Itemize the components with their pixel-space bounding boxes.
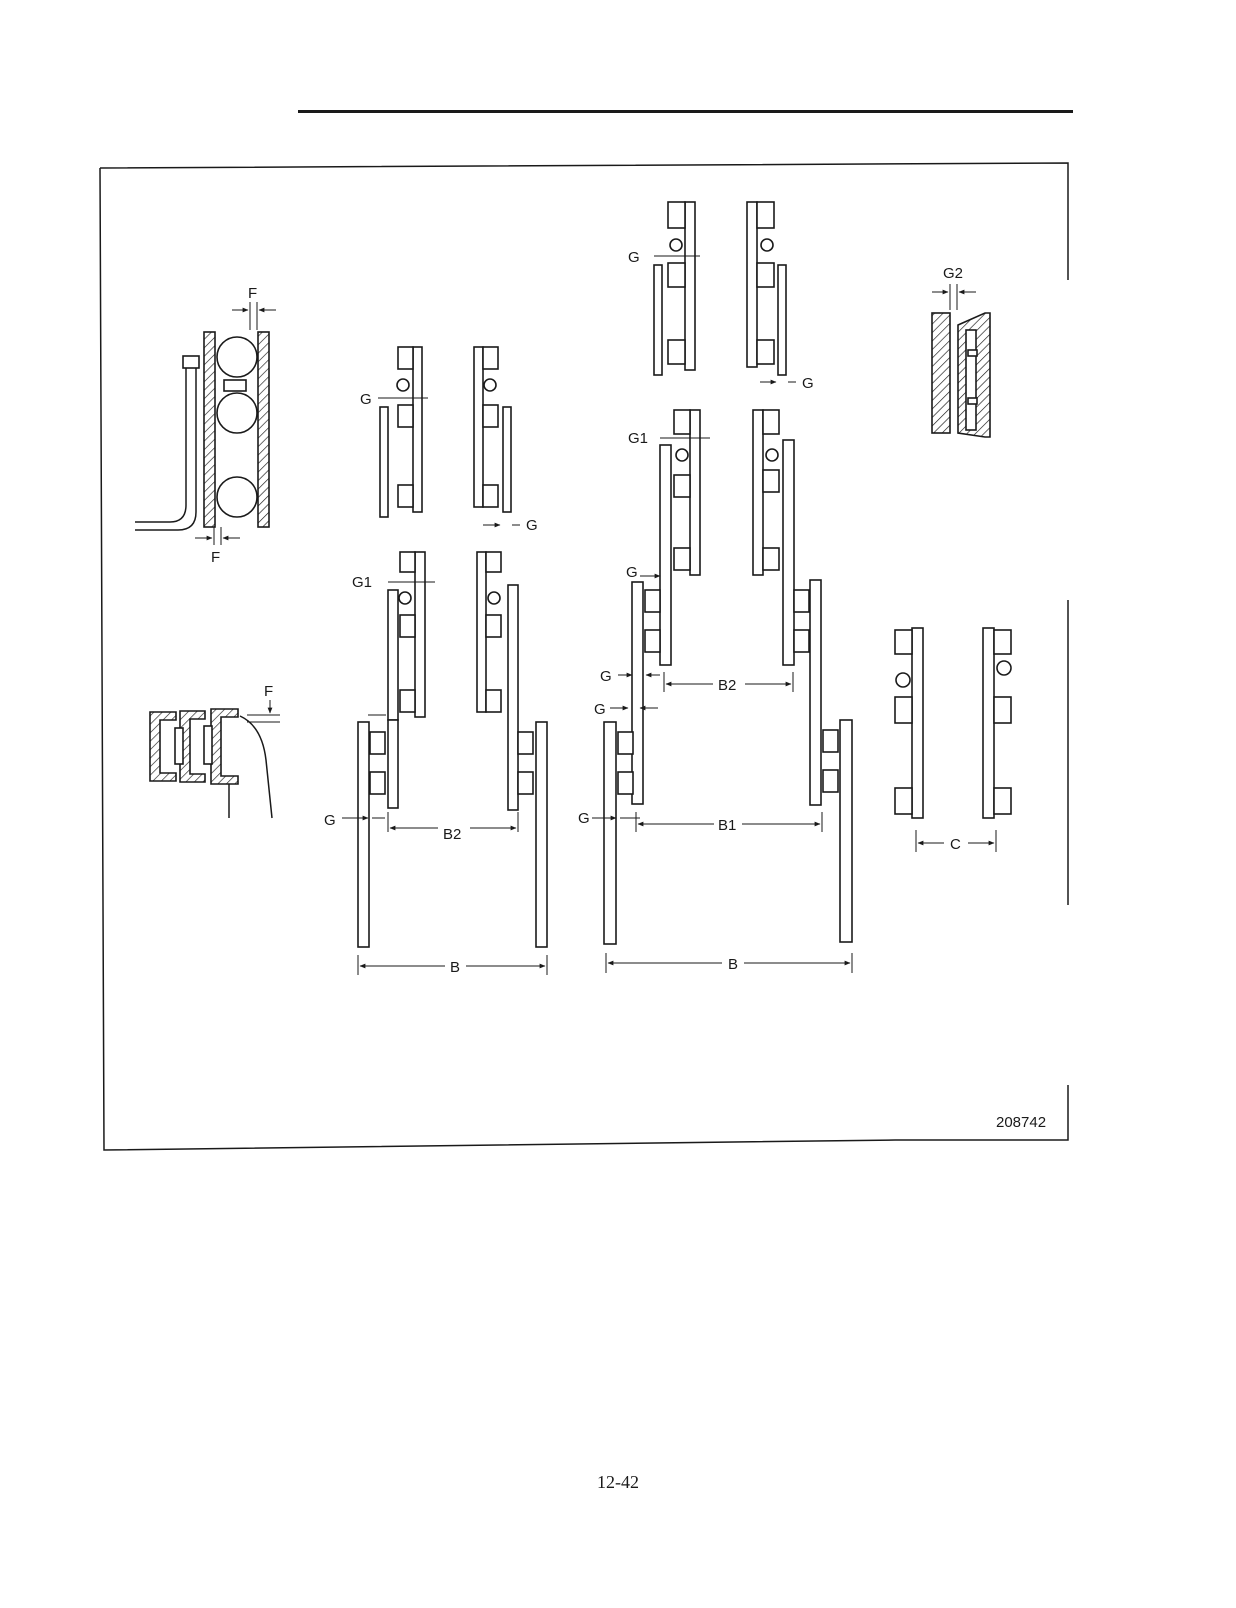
label-b2-left: B2 [443, 826, 461, 843]
label-f-top: F [248, 285, 257, 302]
label-g-3b: G [600, 668, 612, 685]
mast-assembly-left [342, 551, 548, 975]
roller-channel-section [135, 302, 276, 545]
label-g-3a: G [626, 564, 638, 581]
mast-detail-pair-1 [378, 346, 520, 528]
label-b2-right: B2 [718, 677, 736, 694]
label-g-3c: G [594, 701, 606, 718]
label-b-right: B [728, 956, 738, 973]
label-f-profile: F [264, 683, 273, 700]
label-g-3d: G [578, 810, 590, 827]
label-g-1b: G [526, 517, 538, 534]
label-b-left: B [450, 959, 460, 976]
label-g-1a: G [360, 391, 372, 408]
label-f-bottom: F [211, 549, 220, 566]
label-b1: B1 [718, 817, 736, 834]
figure-number: 208742 [996, 1114, 1046, 1131]
c-roller-pair [894, 627, 1012, 852]
label-g2: G2 [943, 265, 963, 282]
figure-frame [99, 162, 1069, 1151]
mast-detail-pair-2 [653, 201, 796, 385]
label-c: C [950, 836, 961, 853]
g2-section-detail [931, 284, 991, 438]
header-rule [298, 110, 1073, 113]
mast-assembly-right [592, 409, 853, 973]
label-g-2b: G [802, 375, 814, 392]
label-g1-right: G1 [628, 430, 648, 447]
label-g1-left: G1 [352, 574, 372, 591]
nested-channel-profiles [149, 700, 280, 819]
page-number: 12-42 [597, 1472, 639, 1492]
label-g-left: G [324, 812, 336, 829]
label-g-2a: G [628, 249, 640, 266]
